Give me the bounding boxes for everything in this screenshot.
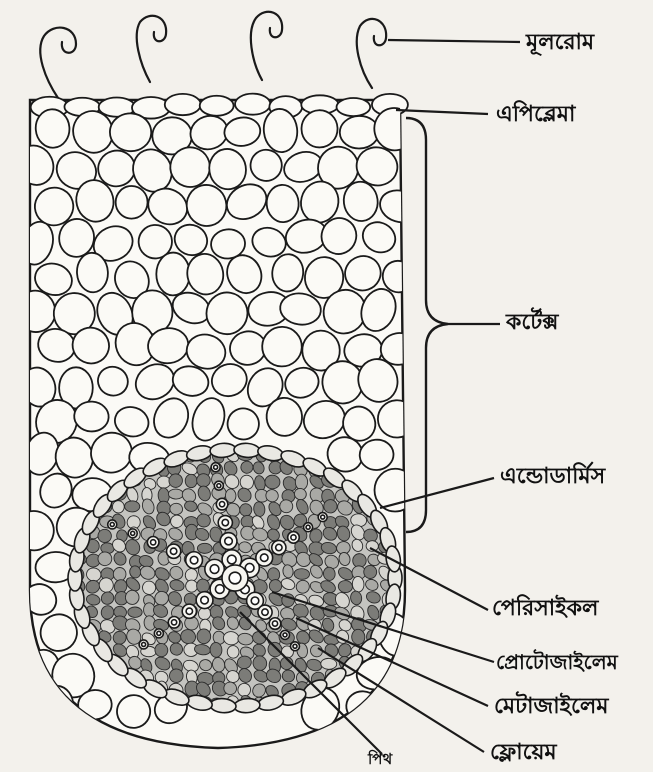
protoxylem-vessel-lumen bbox=[110, 522, 114, 526]
cortex-cell bbox=[377, 399, 417, 438]
label-metaxylem: মেটাজাইলেম bbox=[494, 696, 608, 718]
stele-cell bbox=[321, 658, 337, 669]
stele-cell bbox=[295, 474, 307, 490]
metaxylem-vessel-lumen bbox=[190, 556, 198, 564]
label-root-hair: মূলরোম bbox=[526, 32, 594, 54]
protoxylem-vessel-lumen bbox=[321, 515, 325, 519]
epiblema-cell bbox=[235, 94, 270, 115]
stele-cell bbox=[239, 503, 252, 516]
epiblema-cell bbox=[337, 98, 371, 116]
cortex-cell bbox=[115, 186, 147, 219]
protoxylem-vessel-lumen bbox=[171, 620, 176, 625]
label-epiblema: এপিব্লেমা bbox=[496, 104, 575, 126]
stele bbox=[67, 442, 402, 713]
metaxylem-vessel-lumen bbox=[260, 554, 268, 562]
metaxylem-vessel-lumen bbox=[227, 555, 236, 564]
protoxylem-vessel-lumen bbox=[306, 525, 310, 529]
epiblema-cell bbox=[200, 96, 234, 116]
cortex-cell bbox=[77, 689, 112, 720]
metaxylem-vessel-lumen bbox=[201, 596, 209, 604]
stele-cell bbox=[351, 629, 365, 645]
stele-cell bbox=[294, 568, 310, 580]
protoxylem-vessel-lumen bbox=[151, 540, 156, 545]
cortex-cell bbox=[156, 252, 190, 295]
label-pith: পিথ bbox=[368, 752, 392, 767]
stele-cell bbox=[197, 543, 212, 553]
cortex-cell bbox=[345, 690, 380, 722]
protoxylem-vessel-lumen bbox=[272, 621, 277, 626]
label-phloem: ফ্লোয়েম bbox=[490, 742, 557, 764]
protoxylem-vessel-lumen bbox=[293, 644, 297, 648]
label-pericycle: পেরিসাইকল bbox=[492, 598, 598, 620]
metaxylem-vessel-lumen bbox=[225, 537, 233, 545]
root-hairs bbox=[40, 12, 386, 98]
stele-cell bbox=[168, 489, 183, 499]
protoxylem-vessel-lumen bbox=[131, 531, 135, 535]
label-cortex: কর্টেক্স bbox=[506, 312, 558, 334]
stele-cell bbox=[196, 473, 210, 487]
metaxylem-vessel-lumen bbox=[170, 548, 176, 554]
metaxylem-vessel-lumen bbox=[222, 519, 228, 525]
cortex-cell bbox=[301, 110, 338, 148]
root-hair bbox=[251, 12, 282, 80]
metaxylem-vessel-lumen bbox=[276, 544, 282, 550]
cortex-cell bbox=[339, 115, 379, 149]
leader-line-epiblema bbox=[396, 110, 488, 114]
root-hair bbox=[137, 16, 166, 82]
metaxylem-vessel-lumen bbox=[210, 565, 219, 574]
label-endodermis: এন্ডোডার্মিস bbox=[500, 466, 605, 488]
epiblema-cell bbox=[165, 94, 201, 115]
stele-cell bbox=[197, 629, 211, 644]
stele-cell bbox=[113, 567, 126, 580]
stele-cell bbox=[125, 501, 140, 512]
root-hair bbox=[40, 28, 76, 98]
cortex-cell bbox=[261, 326, 302, 367]
root-hair bbox=[357, 19, 386, 88]
metaxylem-vessel-lumen bbox=[262, 609, 268, 615]
protoxylem-vessel-lumen bbox=[291, 535, 296, 540]
leader-line-root-hair bbox=[388, 40, 520, 42]
protoxylem-vessel-lumen bbox=[217, 484, 221, 488]
protoxylem-vessel-lumen bbox=[219, 502, 224, 507]
metaxylem-vessel-lumen bbox=[215, 585, 224, 594]
stele-cell bbox=[112, 500, 124, 513]
stele-cell bbox=[157, 476, 171, 488]
metaxylem-vessel-lumen bbox=[186, 608, 192, 614]
metaxylem-vessel-lumen bbox=[229, 572, 241, 584]
label-protoxylem: প্রোটোজাইলেম bbox=[496, 652, 618, 672]
stele-cell bbox=[128, 607, 143, 618]
cortex-bracket bbox=[406, 118, 448, 532]
metaxylem-vessel-lumen bbox=[251, 597, 259, 605]
protoxylem-vessel-lumen bbox=[157, 631, 161, 635]
protoxylem-vessel-lumen bbox=[214, 465, 218, 469]
stele-cell bbox=[185, 474, 197, 488]
protoxylem-vessel-lumen bbox=[283, 633, 287, 637]
protoxylem-vessel-lumen bbox=[142, 642, 146, 646]
stele-cell bbox=[210, 642, 223, 658]
